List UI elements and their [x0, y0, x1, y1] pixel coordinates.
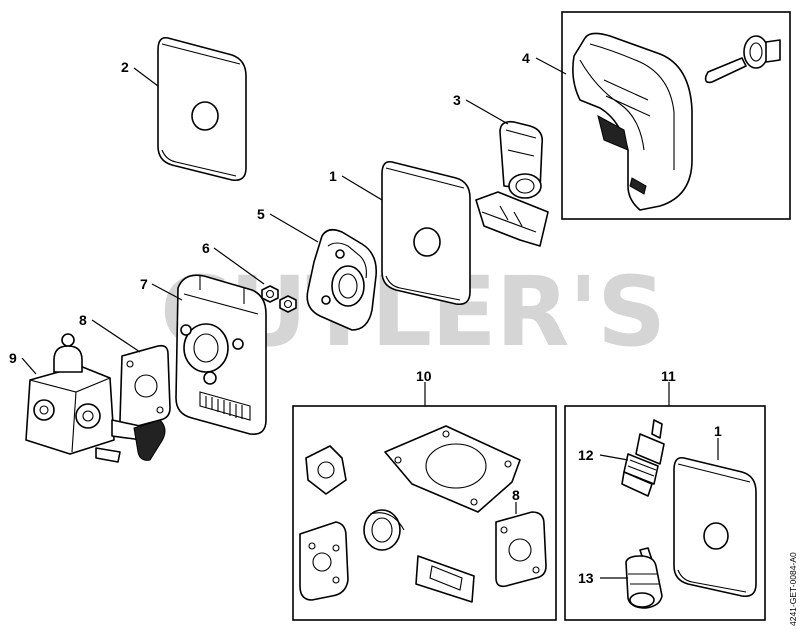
nuts-part-6: [261, 285, 297, 313]
gasket-part-8: [119, 344, 171, 430]
callout-1-main: 1: [329, 168, 337, 184]
callout-8-main: 8: [79, 312, 87, 328]
tune-up-kit-box-11: [564, 405, 766, 621]
callout-9: 9: [9, 350, 17, 366]
callout-3: 3: [453, 92, 461, 108]
gasket-kit-parts: [299, 425, 547, 603]
callout-7: 7: [140, 276, 148, 292]
carburetor-part-9: [25, 333, 166, 463]
filter-housing-part-7: [175, 274, 267, 436]
fuel-filter-part-13: [625, 547, 663, 609]
baffle-part-5: [306, 228, 378, 331]
filter-cover-part-4: [572, 32, 693, 211]
leader-lines: [21, 57, 719, 579]
air-filter-part-1: [381, 160, 471, 306]
callout-2: 2: [121, 59, 129, 75]
part-4-box: [561, 11, 791, 220]
callout-4: 4: [522, 50, 530, 66]
callout-13: 13: [578, 570, 594, 586]
air-filter-kit-part-1: [673, 456, 757, 598]
knob-screw-part-4: [704, 35, 781, 84]
air-filter-part-2: [157, 36, 247, 182]
callout-12: 12: [578, 447, 594, 463]
spark-plug-part-12: [621, 419, 665, 497]
callout-5: 5: [257, 206, 265, 222]
callout-8-kit: 8: [512, 487, 520, 503]
callout-1-kit: 1: [714, 423, 722, 439]
document-id: 4241-GET-0084-A0: [788, 552, 798, 626]
callout-6: 6: [202, 240, 210, 256]
intake-tube-part-3: [475, 120, 549, 247]
callout-11: 11: [661, 368, 676, 384]
callout-10: 10: [416, 368, 432, 384]
